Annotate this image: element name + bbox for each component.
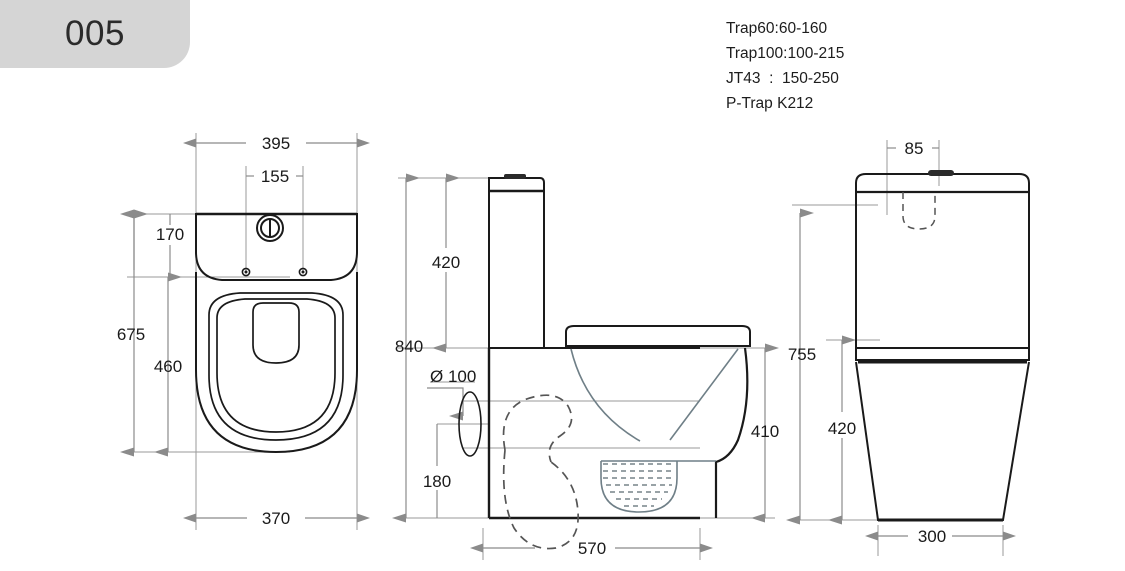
dim-label-cistern-depth: 170 [156,225,184,244]
trap-note-line-3: JT43 : 150-250 [726,70,839,88]
bowl-opening-top [252,302,300,364]
cistern-outline-section [488,177,545,349]
water-bowl-outline [600,461,678,513]
dim-370: 370 [183,509,370,528]
seat-inner-ring [216,298,336,433]
dim-label-overall-height: 840 [395,337,423,356]
dim-420-front: 420 [828,335,856,525]
drawing-number-label: 005 [65,14,125,53]
trap-note-line-2: Trap100:100-215 [726,45,845,63]
pan-outer-profile [714,347,749,518]
dim-180: 180 [423,424,451,518]
top-view-extension-lines [127,133,358,530]
dim-label-base-width: 300 [918,527,946,546]
dim-label-cistern-width: 395 [262,134,290,153]
flush-button-section [504,174,526,179]
dim-85: 85 [887,139,939,158]
flush-mechanism-hidden [902,192,936,230]
dim-410: 410 [751,343,779,523]
p-trap-hidden-outline [502,394,579,550]
dim-155: 155 [246,167,303,186]
top-view-group: 395 155 170 675 4 [117,133,370,530]
bowl-interior-left [570,348,641,442]
dim-label-front-bowl-height: 420 [828,419,856,438]
dim-460: 460 [154,272,182,457]
dim-label-bowl-width: 370 [262,509,290,528]
dim-label-front-height: 755 [788,345,816,364]
drawing-number-badge: 005 [0,0,190,68]
cistern-outline-top [195,213,358,281]
flush-button-icon [256,214,284,242]
dim-840: 840 [392,173,423,523]
dim-label-bowl-height: 410 [751,422,779,441]
dim-diameter-100: Ø 100 [427,367,476,421]
seat-lid-section [565,325,751,347]
section-view-group: 840 420 Ø 100 180 410 [392,173,779,560]
outlet-pipe-ellipse [458,391,482,457]
dim-label-button-spacing: 155 [261,167,289,186]
flush-button-front [928,170,954,176]
dim-420-section: 420 [432,173,460,353]
dim-170: 170 [120,209,184,277]
seat-outer-ring [208,292,344,441]
trap-note-line-4: P-Trap K212 [726,95,814,113]
dim-755: 755 [786,208,816,525]
dim-label-button-offset: 85 [905,139,924,158]
dim-300: 300 [865,527,1016,546]
seat-band-front [855,347,1030,361]
pan-body-outline-top [195,272,358,454]
pedestal-outline-front [855,361,1030,521]
bowl-interior-right [669,348,739,441]
dim-label-overall-depth: 570 [578,539,606,558]
water-hatch [603,463,675,507]
dim-675: 675 [117,209,148,457]
dim-label-bowl-length: 460 [154,357,182,376]
dim-label-cistern-height: 420 [432,253,460,272]
dim-570: 570 [470,539,713,558]
dim-label-outlet-height: 180 [423,472,451,491]
cistern-outline-front [855,173,1030,349]
front-view-group: 85 755 420 300 [786,139,1030,556]
trap-notes-block: Trap60:60-160 Trap100:100-215 JT43 : 150… [726,16,844,116]
dim-label-overall-length: 675 [117,325,145,344]
dim-395: 395 [183,134,370,153]
trap-note-line-1: Trap60:60-160 [726,20,828,37]
bolt-hole-left [241,267,251,277]
dim-label-outlet-diameter: Ø 100 [430,367,476,386]
bolt-hole-right [298,267,308,277]
